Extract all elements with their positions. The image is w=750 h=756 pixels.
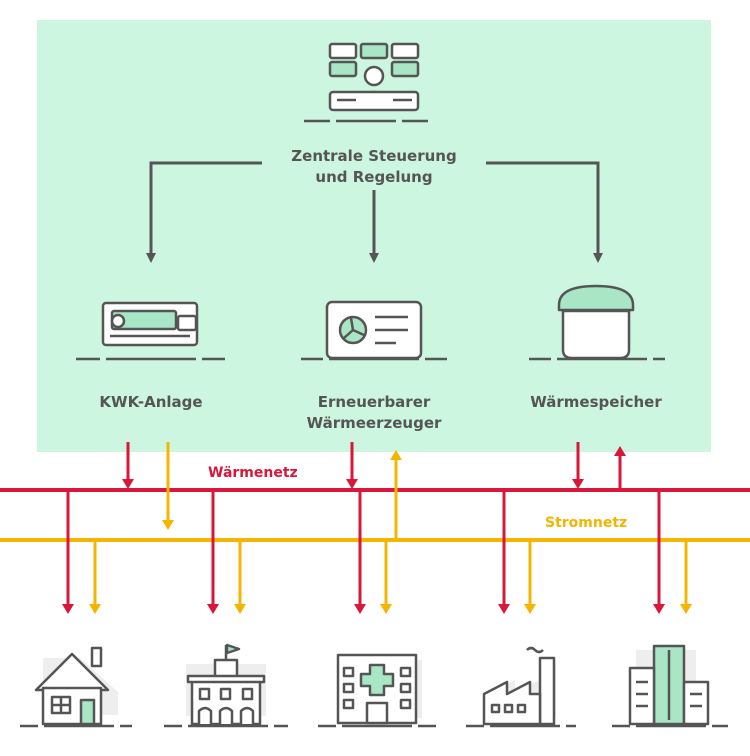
arrow-to-storage (486, 161, 603, 263)
town-hall-icon (164, 643, 288, 728)
heat-to-factory-arrow-head (498, 604, 510, 614)
office-building-icon (612, 644, 728, 728)
heat-storage-tank-icon (529, 284, 665, 361)
power-to-hospital-arrow-head (380, 604, 392, 614)
heat-to-storage-arrow-head (614, 446, 626, 456)
power-to-factory-arrow-head (524, 604, 536, 614)
power-to-office-arrow-head (680, 604, 692, 614)
hospital-icon (318, 653, 436, 728)
kwk-generator-icon (76, 301, 225, 361)
central-control-label: Zentrale Steuerung und Regelung (291, 147, 457, 186)
heat-to-office-arrow-head (653, 604, 665, 614)
consumer-house (20, 646, 132, 728)
power-network-label: Stromnetz (545, 515, 628, 531)
heat-to-hospital-arrow-head (354, 604, 366, 614)
heat-to-house-arrow-head (62, 604, 74, 614)
storage-label: Wärmespeicher (530, 393, 662, 411)
power-to-house-arrow-head (89, 604, 101, 614)
renewable-label: Erneuerbarer Wärmeerzeuger (306, 393, 442, 432)
factory-icon (466, 646, 576, 728)
storage-from-heat-arrow-head (572, 479, 584, 489)
control-room-icon (304, 42, 441, 123)
arrow-to-kwk (146, 161, 262, 263)
consumer-office (612, 644, 728, 728)
heat-network-label: Wärmenetz (208, 465, 298, 481)
consumer-hospital (318, 653, 436, 728)
house-icon (20, 646, 132, 728)
control-arrows (146, 161, 603, 263)
power-to-townhall-arrow-head (234, 604, 246, 614)
heat-pump-icon (301, 300, 447, 361)
flow-arrows (62, 442, 692, 614)
kwk-to-power-arrow-head (162, 520, 174, 530)
consumer-town-hall (164, 643, 288, 728)
kwk-to-heat-arrow-head (122, 479, 134, 489)
renewable-to-heat-arrow-head (346, 479, 358, 489)
consumer-factory (466, 646, 576, 728)
power-to-renewable-arrow-head (390, 450, 402, 460)
kwk-label: KWK-Anlage (99, 393, 203, 411)
heat-to-townhall-arrow-head (207, 604, 219, 614)
